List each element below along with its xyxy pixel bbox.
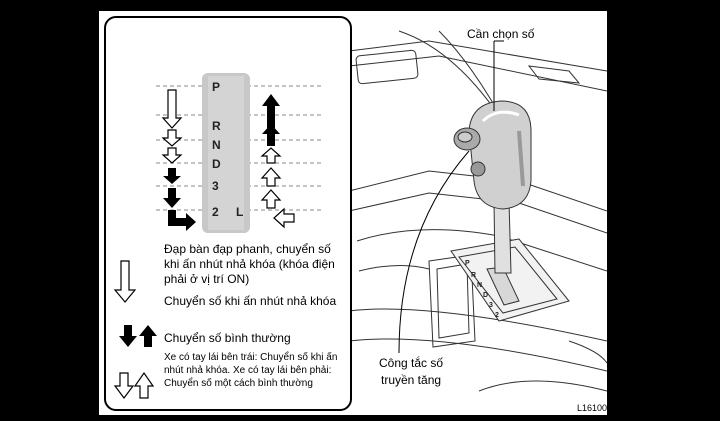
outline-left-arrow-icon (273, 207, 295, 229)
console-illustration: P R N D 3 2 L16100y (348, 30, 607, 413)
solid-down-arrow-icon (163, 188, 181, 208)
outline-down-arrow-icon (113, 372, 135, 399)
solid-up-arrow-icon (262, 94, 280, 128)
figure-code: L16100y (577, 403, 607, 413)
outline-down-arrow-icon (161, 89, 183, 129)
outline-up-arrow-icon (133, 371, 155, 399)
switch-callout-line2: truyền tăng (381, 373, 442, 387)
svg-text:P: P (465, 260, 470, 267)
gear-d: D (212, 157, 221, 171)
outline-up-arrow-icon (260, 189, 282, 209)
gear-2: 2 (212, 205, 219, 219)
gear-l: L (236, 205, 244, 219)
legend-text-1: Đạp bàn đạp phanh, chuyển số khi ấn nhút… (164, 242, 335, 286)
outline-down-arrow-icon (161, 147, 183, 164)
svg-text:3: 3 (489, 302, 493, 309)
outline-down-arrow-icon (113, 260, 137, 303)
shift-pattern-panel: P R N D 3 2 L Đạp bàn đạp phanh, chuyển … (104, 16, 352, 411)
manual-page: P R N D 3 2 L16100y Cần chọn số Công tắc… (99, 11, 607, 415)
legend-text-3: Chuyển số bình thường (164, 331, 291, 345)
legend-text-4: Xe có tay lái bên trái: Chuyển số khi ấn… (164, 352, 338, 389)
gear-3: 3 (212, 179, 219, 193)
solid-down-arrow-icon (163, 168, 181, 184)
solid-up-arrow-icon (262, 124, 280, 146)
gear-r: R (212, 119, 221, 133)
lever-callout: Cần chọn số (467, 27, 535, 41)
gear-n: N (212, 138, 221, 152)
outline-up-arrow-icon (260, 147, 282, 164)
gear-p: P (212, 80, 221, 94)
legend-text-2: Chuyển số khi ấn nhút nhả khóa (164, 294, 337, 308)
solid-right-arrow-icon (168, 210, 196, 231)
svg-text:D: D (483, 292, 488, 299)
solid-up-arrow-icon (139, 325, 157, 347)
shift-diagram (156, 73, 321, 233)
svg-text:N: N (477, 282, 482, 289)
svg-text:2: 2 (495, 312, 499, 319)
solid-down-arrow-icon (119, 325, 137, 347)
switch-callout-line1: Công tắc số (379, 356, 444, 370)
outline-down-arrow-icon (161, 129, 183, 147)
svg-text:R: R (471, 272, 476, 279)
outline-up-arrow-icon (260, 167, 282, 187)
